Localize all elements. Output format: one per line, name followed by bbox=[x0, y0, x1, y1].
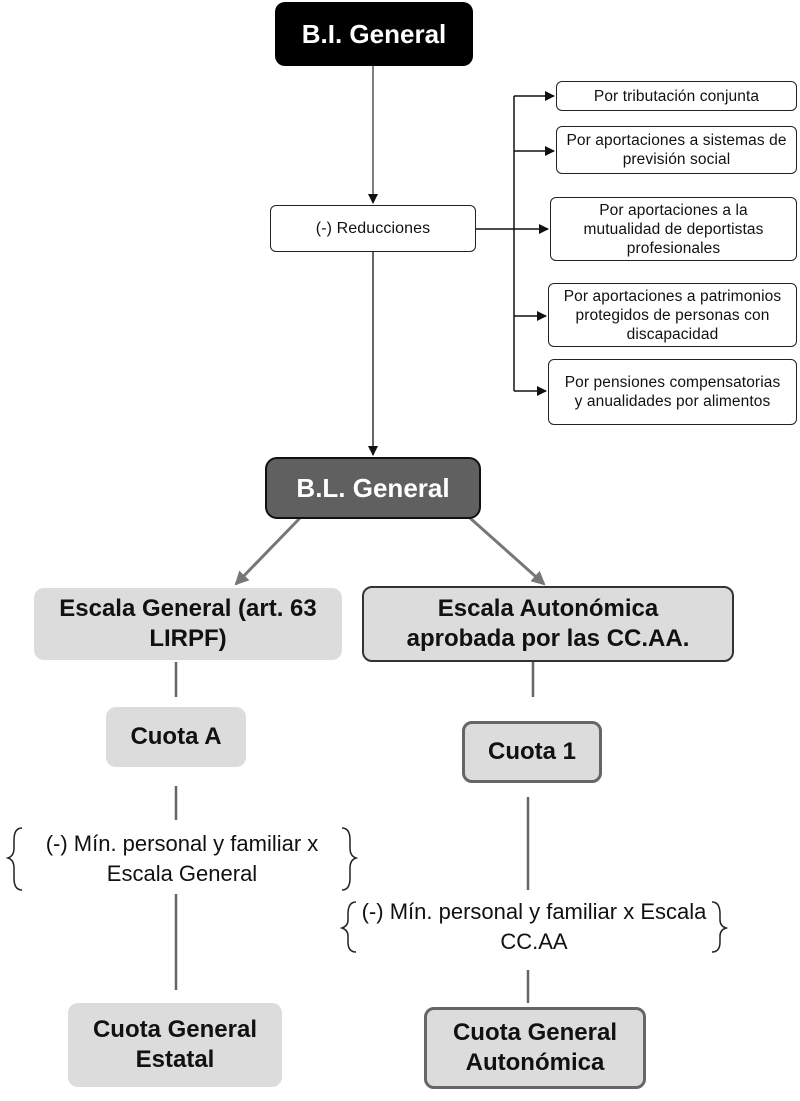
escala-autonomica-node: Escala Autonómica aprobada por las CC.AA… bbox=[362, 586, 734, 662]
cuota-general-estatal-label: Cuota General Estatal bbox=[92, 1016, 258, 1073]
reducciones-label: (-) Reducciones bbox=[315, 220, 431, 237]
left-open-brace bbox=[5, 827, 23, 891]
right-minimo-label: (-) Mín. personal y familiar x Escala CC… bbox=[361, 899, 707, 954]
reduction-item-3: Por aportaciones a la mutualidad de depo… bbox=[550, 197, 797, 261]
reducciones-node: (-) Reducciones bbox=[270, 205, 476, 252]
escala-general-label: Escala General (art. 63 LIRPF) bbox=[59, 595, 317, 652]
reduction-item-4: Por aportaciones a patrimonios protegido… bbox=[548, 283, 797, 347]
bi-general-node: B.I. General bbox=[275, 2, 473, 66]
cuota-1-node: Cuota 1 bbox=[462, 721, 602, 783]
right-minimo-text: (-) Mín. personal y familiar x Escala CC… bbox=[358, 896, 710, 958]
right-open-brace bbox=[339, 901, 357, 953]
reduction-item-label: Por aportaciones a patrimonios protegido… bbox=[563, 287, 782, 343]
reduction-item-label: Por aportaciones a sistemas de previsión… bbox=[566, 132, 787, 168]
bi-general-label: B.I. General bbox=[301, 18, 447, 49]
reduction-item-2: Por aportaciones a sistemas de previsión… bbox=[556, 126, 797, 174]
bl-general-label: B.L. General bbox=[296, 472, 450, 503]
reduction-item-label: Por tributación conjunta bbox=[593, 87, 760, 105]
left-minimo-text: (-) Mín. personal y familiar x Escala Ge… bbox=[24, 826, 340, 892]
right-close-brace bbox=[711, 901, 729, 953]
cuota-general-autonomica-label: Cuota General Autonómica bbox=[452, 1019, 618, 1076]
cuota-general-estatal-node: Cuota General Estatal bbox=[68, 1003, 282, 1087]
left-close-brace bbox=[341, 827, 359, 891]
bl-general-node: B.L. General bbox=[265, 457, 481, 519]
escala-general-node: Escala General (art. 63 LIRPF) bbox=[34, 588, 342, 660]
cuota-1-label: Cuota 1 bbox=[487, 738, 576, 765]
reduction-item-1: Por tributación conjunta bbox=[556, 81, 797, 111]
cuota-a-node: Cuota A bbox=[106, 707, 246, 767]
left-minimo-label: (-) Mín. personal y familiar x Escala Ge… bbox=[45, 831, 319, 886]
cuota-general-autonomica-node: Cuota General Autonómica bbox=[424, 1007, 646, 1089]
reduction-item-label: Por aportaciones a la mutualidad de depo… bbox=[583, 201, 764, 257]
reduction-item-5: Por pensiones compensatorias y anualidad… bbox=[548, 359, 797, 425]
cuota-a-label: Cuota A bbox=[130, 723, 222, 750]
arrow-bl-to-left bbox=[234, 516, 302, 586]
reduction-item-label: Por pensiones compensatorias y anualidad… bbox=[564, 374, 781, 410]
escala-autonomica-label: Escala Autonómica aprobada por las CC.AA… bbox=[406, 595, 690, 652]
arrow-bl-to-right bbox=[469, 516, 546, 586]
